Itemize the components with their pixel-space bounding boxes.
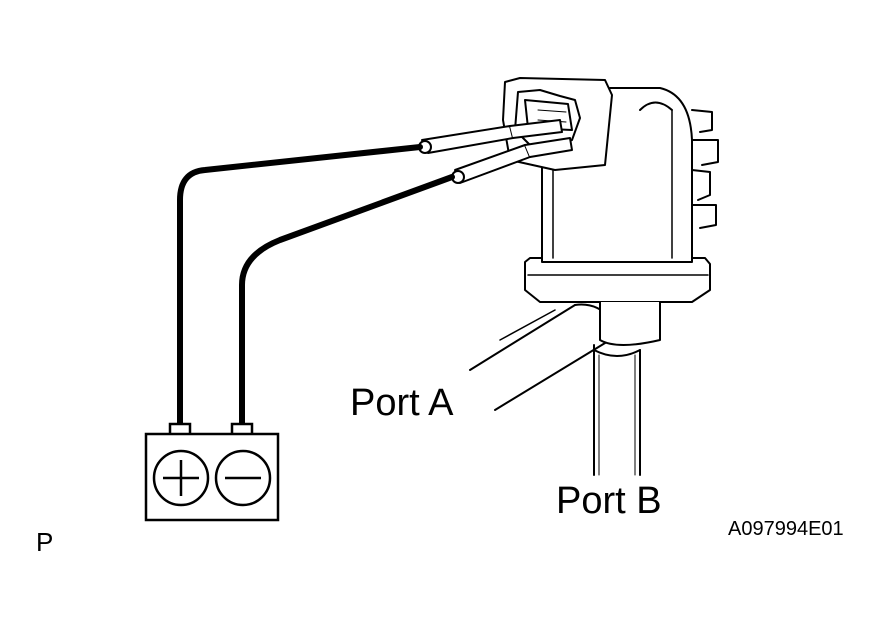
port-a-leader <box>499 309 556 341</box>
port-a-hose <box>469 303 613 411</box>
positive-lead-wire <box>177 144 423 431</box>
corner-code: P <box>36 527 54 557</box>
test-probe-positive <box>418 119 563 154</box>
negative-lead-wire <box>239 174 455 431</box>
minus-icon <box>214 449 272 507</box>
figure-id: A097994E01 <box>728 518 844 540</box>
port-b-label: Port B <box>556 480 662 522</box>
plus-icon <box>152 449 210 507</box>
port-b-tube <box>593 344 641 476</box>
battery <box>144 422 280 522</box>
port-a-label: Port A <box>350 382 454 424</box>
valve-flange <box>524 257 711 346</box>
